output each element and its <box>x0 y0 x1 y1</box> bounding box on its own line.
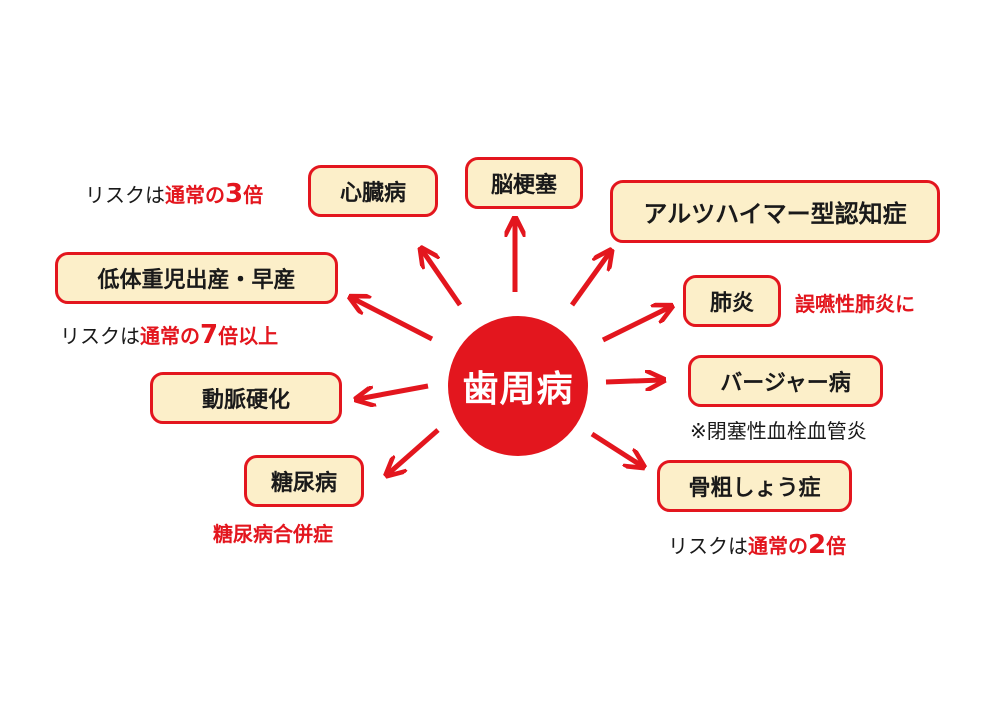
note-pneumonia: 誤嚥性肺炎に <box>795 292 915 316</box>
node-buerger: バージャー病 <box>688 355 883 407</box>
node-heart-label: 心臓病 <box>339 181 406 206</box>
arrow-to-osteo <box>590 431 642 466</box>
note-buerger: ※閉塞性血栓血管炎 <box>690 419 867 443</box>
node-brain: 脳梗塞 <box>465 157 583 209</box>
node-pneumonia-label: 肺炎 <box>709 291 754 316</box>
arrow-to-alzheimer <box>569 252 610 307</box>
arrow-to-heart <box>422 250 463 307</box>
node-buerger-label: バージャー病 <box>720 371 851 396</box>
arrow-to-pneumonia <box>601 307 670 343</box>
node-diabetes-label: 糖尿病 <box>270 471 337 496</box>
arrow-to-lowweight <box>352 298 434 342</box>
note-lowweight-risk-suffix: 倍以上 <box>218 324 279 348</box>
note-osteo-risk: リスクは通常の2倍 <box>668 530 846 560</box>
node-lowweight: 低体重児出産・早産 <box>55 252 338 304</box>
note-lowweight-risk-prefix: リスクは <box>60 324 140 348</box>
note-heart-risk-em: 通常の <box>165 183 225 207</box>
node-diabetes: 糖尿病 <box>244 455 364 507</box>
node-brain-label: 脳梗塞 <box>490 173 557 198</box>
note-heart-risk-prefix: リスクは <box>85 183 165 207</box>
note-heart-risk-suffix: 倍 <box>243 183 264 207</box>
note-lowweight-risk: リスクは通常の7倍以上 <box>60 320 278 350</box>
note-heart-risk-num: 3 <box>225 179 244 209</box>
node-alzheimer: アルツハイマー型認知症 <box>610 180 940 243</box>
note-osteo-risk-em: 通常の <box>748 534 808 558</box>
node-lowweight-label: 低体重児出産・早産 <box>97 268 296 293</box>
note-osteo-risk-prefix: リスクは <box>668 534 748 558</box>
note-osteo-risk-num: 2 <box>808 530 827 560</box>
center-label: 歯周病 <box>462 369 574 410</box>
node-alzheimer-label: アルツハイマー型認知症 <box>643 200 907 228</box>
note-heart-risk: リスクは通常の3倍 <box>85 179 263 209</box>
node-pneumonia: 肺炎 <box>683 275 781 327</box>
arrow-to-arterio <box>358 383 429 399</box>
center-hub: 歯周病 <box>448 316 588 456</box>
node-arterio-label: 動脈硬化 <box>201 388 290 413</box>
node-arterio: 動脈硬化 <box>150 372 342 424</box>
note-lowweight-risk-num: 7 <box>200 320 219 350</box>
node-osteo-label: 骨粗しょう症 <box>688 476 821 501</box>
note-lowweight-risk-em: 通常の <box>140 324 200 348</box>
arrow-to-diabetes <box>388 428 440 474</box>
note-diabetes: 糖尿病合併症 <box>213 522 333 546</box>
note-osteo-risk-suffix: 倍 <box>826 534 847 558</box>
arrow-to-buerger <box>605 380 662 382</box>
node-osteo: 骨粗しょう症 <box>657 460 852 512</box>
node-heart: 心臓病 <box>308 165 438 217</box>
